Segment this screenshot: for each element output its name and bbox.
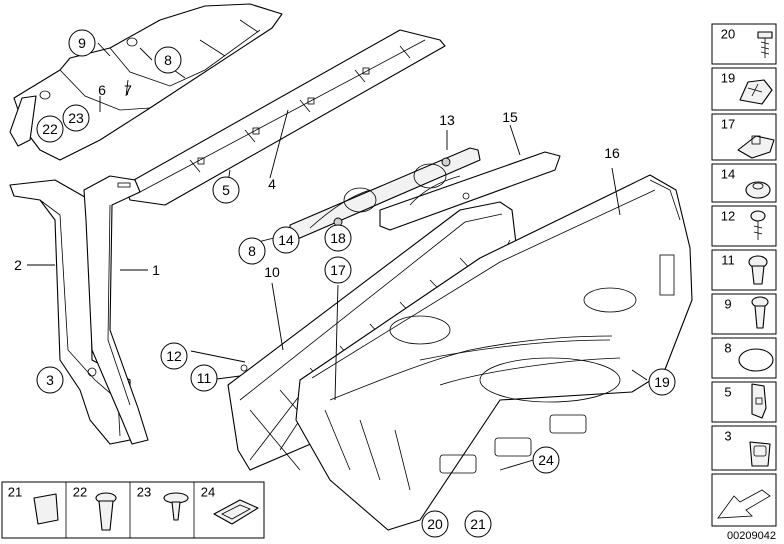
- legend-label-22: 22: [73, 485, 87, 500]
- callout-17: 17: [324, 256, 352, 284]
- svg-text:4: 4: [268, 176, 276, 192]
- callout-16: 16: [604, 145, 620, 161]
- legend-label-12: 12: [721, 209, 735, 224]
- callout-7: 7: [124, 82, 132, 98]
- expanding-rivet-icon: [748, 255, 768, 285]
- callout-24: 24: [532, 446, 560, 474]
- clip-icon: [739, 79, 773, 105]
- legend-label-20: 20: [721, 27, 735, 42]
- side-legend: 20 19 17 14 12 11 9 8 5 3: [711, 23, 777, 527]
- plug-icon: [95, 492, 117, 531]
- callout-8-top: 8: [154, 46, 182, 74]
- right-pillar-trim: [83, 175, 149, 445]
- svg-text:22: 22: [42, 121, 58, 137]
- svg-text:1: 1: [152, 262, 160, 278]
- svg-text:20: 20: [427, 516, 443, 532]
- callout-15: 15: [502, 109, 518, 125]
- tailgate-handle: [289, 147, 561, 239]
- callout-14: 14: [272, 226, 300, 254]
- cover-plate-icon: [33, 493, 59, 525]
- clip-nut-icon: [751, 383, 767, 419]
- svg-text:15: 15: [502, 109, 518, 125]
- legend-label-23: 23: [137, 485, 151, 500]
- legend-label-8: 8: [724, 341, 731, 356]
- cap-icon: [738, 348, 774, 372]
- long-trim-strip: [124, 29, 446, 206]
- svg-text:12: 12: [166, 348, 182, 364]
- callout-13: 13: [439, 112, 455, 128]
- svg-text:8: 8: [164, 52, 172, 68]
- svg-text:13: 13: [439, 112, 455, 128]
- push-rivet-icon: [751, 296, 769, 329]
- main-tailgate-trim: [295, 174, 693, 531]
- svg-text:24: 24: [538, 452, 554, 468]
- legend-label-17: 17: [721, 117, 735, 132]
- legend-label-21: 21: [8, 485, 22, 500]
- svg-text:6: 6: [98, 82, 106, 98]
- svg-text:9: 9: [78, 35, 86, 51]
- callout-8-mid: 8: [238, 237, 266, 265]
- bolt-icon: [750, 210, 766, 240]
- callout-9: 9: [68, 29, 96, 57]
- nut-icon: [745, 181, 771, 199]
- callout-19: 19: [648, 368, 676, 396]
- svg-text:19: 19: [654, 374, 670, 390]
- callout-18: 18: [324, 224, 352, 252]
- svg-text:5: 5: [222, 182, 230, 198]
- reference-number: 00209042: [727, 530, 776, 542]
- arrow-icon: [717, 489, 771, 519]
- callout-11: 11: [190, 364, 218, 392]
- callout-1: 1: [152, 262, 160, 278]
- callout-3: 3: [36, 366, 64, 394]
- svg-text:17: 17: [330, 262, 346, 278]
- callout-4: 4: [268, 176, 276, 192]
- svg-text:8: 8: [248, 243, 256, 259]
- callout-5: 5: [212, 176, 240, 204]
- callout-10: 10: [264, 264, 280, 280]
- svg-text:16: 16: [604, 145, 620, 161]
- svg-text:7: 7: [124, 82, 132, 98]
- callout-20: 20: [421, 510, 449, 538]
- callout-23: 23: [62, 104, 90, 132]
- callout-6: 6: [98, 82, 106, 98]
- svg-text:14: 14: [278, 232, 294, 248]
- svg-text:18: 18: [330, 230, 346, 246]
- screw-icon: [757, 31, 773, 58]
- svg-text:2: 2: [14, 257, 22, 273]
- grommet-icon: [749, 441, 771, 467]
- legend-label-24: 24: [201, 485, 215, 500]
- legend-label-14: 14: [721, 167, 735, 182]
- svg-text:11: 11: [197, 370, 212, 386]
- rivet-icon: [163, 492, 189, 521]
- legend-label-9: 9: [724, 297, 731, 312]
- callout-21: 21: [464, 510, 492, 538]
- legend-label-11: 11: [721, 253, 735, 268]
- legend-label-5: 5: [724, 385, 731, 400]
- svg-text:10: 10: [264, 264, 280, 280]
- legend-label-3: 3: [724, 429, 731, 444]
- spring-nut-icon: [737, 135, 775, 159]
- bracket-icon: [213, 499, 259, 525]
- callout-2: 2: [14, 257, 22, 273]
- callout-12: 12: [160, 342, 188, 370]
- svg-text:23: 23: [68, 110, 84, 126]
- bottom-legend: 21 22 23 24: [1, 481, 265, 539]
- svg-text:21: 21: [470, 516, 486, 532]
- svg-text:3: 3: [46, 372, 54, 388]
- callout-22: 22: [36, 115, 64, 143]
- legend-label-19: 19: [721, 71, 735, 86]
